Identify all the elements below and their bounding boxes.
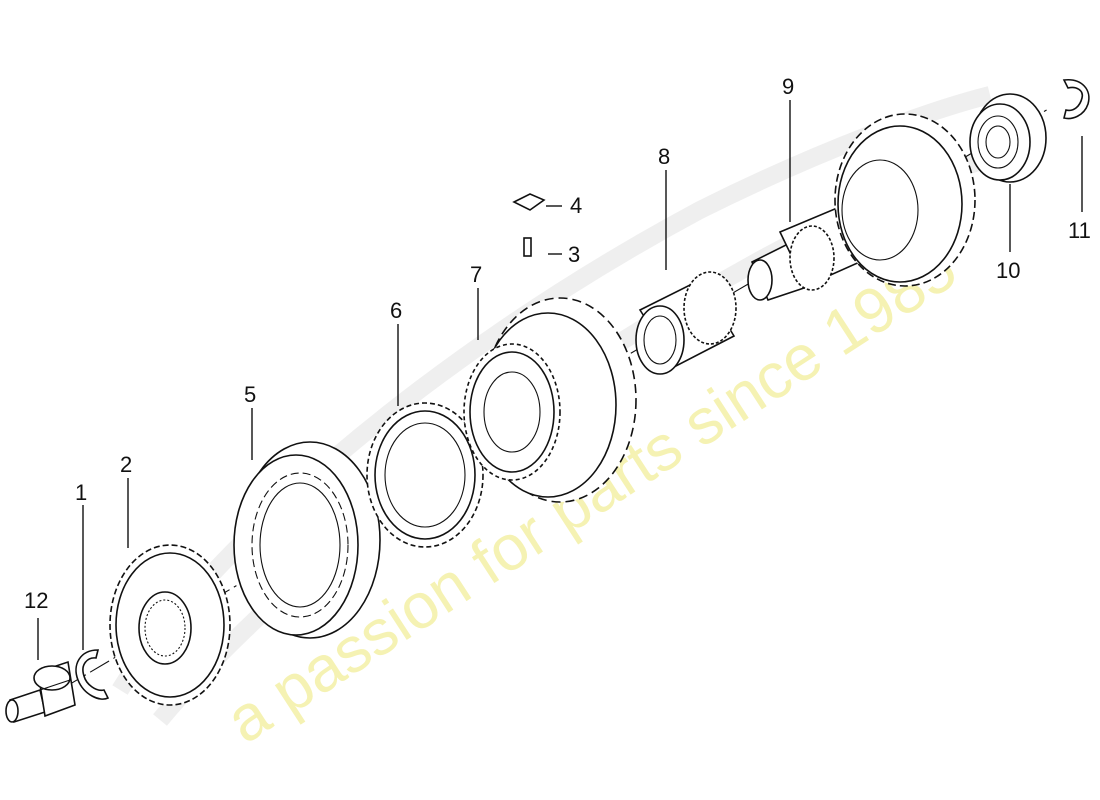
part-10-ball-bearing [969, 93, 1047, 183]
part-4-block [512, 193, 546, 211]
callout-10: 10 [996, 258, 1020, 283]
part-2-gear [109, 544, 231, 706]
callout-4: 4 [570, 193, 582, 218]
callout-6: 6 [390, 298, 402, 323]
part-7-helical-gear [463, 297, 637, 503]
part-3-pin [523, 237, 532, 257]
callout-5: 5 [244, 382, 256, 407]
callout-9: 9 [782, 74, 794, 99]
part-5-sliding-sleeve [233, 441, 381, 639]
callout-11: 11 [1068, 218, 1091, 243]
callout-labels: 1 2 3 4 5 6 7 8 9 10 11 12 [24, 74, 1091, 613]
leader-lines [37, 100, 1083, 660]
part-6-synchro-ring [366, 402, 484, 548]
callout-2: 2 [120, 452, 132, 477]
callout-1: 1 [75, 480, 87, 505]
callout-12: 12 [24, 588, 48, 613]
callout-3: 3 [568, 242, 580, 267]
part-12-shaft-end [5, 660, 76, 724]
part-1-circlip [75, 649, 110, 700]
callout-8: 8 [658, 144, 670, 169]
part-11-circlip [1062, 79, 1090, 120]
part-9-shaft-gear [747, 113, 976, 301]
part-8-needle-bearing [635, 271, 737, 375]
callout-7: 7 [470, 262, 482, 287]
